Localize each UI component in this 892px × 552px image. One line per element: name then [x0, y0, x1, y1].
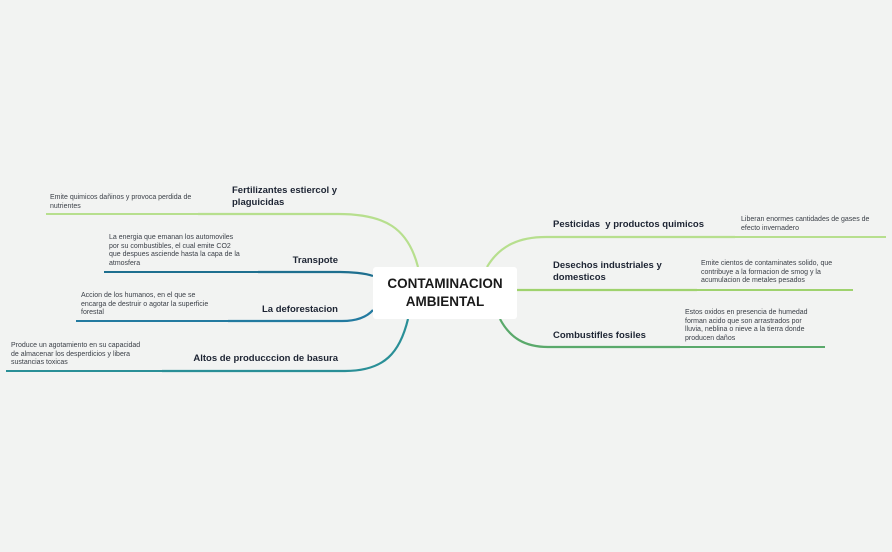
branch-combustibles[interactable]: Combustifles fosiles — [553, 330, 646, 342]
note-deforestacion-line1: Accion de los humanos, en el que se — [81, 292, 196, 299]
note-deforestacion-line2: encarga de destruir o agotar la superfic… — [81, 300, 209, 308]
note-combustibles-line2: forman acido que son arrastrados por — [685, 317, 802, 325]
branch-basura[interactable]: Altos de producccion de basura — [162, 353, 338, 365]
note-transpote[interactable]: La energia que emanan los automoviles po… — [109, 234, 240, 268]
note-combustibles-line3: lluvia, neblina o nieve a la tierra dond… — [685, 326, 805, 334]
note-desechos-line2: contribuye a la formacion de smog y la — [701, 268, 821, 276]
branch-deforestacion-label: La deforestacion — [261, 304, 338, 315]
connector-pesticidas — [486, 235, 735, 268]
note-pesticidas-line2: efecto invernadero — [741, 224, 799, 232]
branch-pesticidas-label: Pesticidas y productos quimicos — [553, 219, 704, 230]
note-basura-line1: Produce un agotamiento en su capacidad — [11, 342, 141, 349]
central-topic-line1: CONTAMINACION — [387, 276, 503, 291]
note-desechos[interactable]: Emite cientos de contaminates solido, qu… — [701, 260, 832, 286]
note-fertilizantes-line1: Emite quimicos dañinos y provoca perdida… — [50, 194, 192, 201]
note-deforestacion[interactable]: Accion de los humanos, en el que se enca… — [81, 292, 208, 318]
note-pesticidas[interactable]: Liberan enormes cantidades de gases de e… — [741, 216, 869, 233]
central-topic[interactable]: CONTAMINACION AMBIENTAL — [373, 267, 517, 319]
note-desechos-line1: Emite cientos de contaminates solido, qu… — [701, 260, 833, 267]
branch-combustibles-label: Combustifles fosiles — [553, 330, 646, 341]
branch-desechos[interactable]: Desechos industriales y domesticos — [553, 260, 662, 284]
note-basura-line2: de almacenar los desperdicios y libera — [11, 350, 131, 358]
note-deforestacion-line3: forestal — [81, 309, 104, 317]
branch-fertilizantes-line1: Fertilizantes estiercol y — [232, 185, 338, 196]
note-basura-line3: sustancias toxicas — [11, 359, 68, 367]
note-combustibles-line1: Estos oxidos en presencia de humedad — [685, 309, 808, 316]
connector-deforestacion — [228, 309, 374, 323]
note-transpote-line2: por su combustibles, el cual emite CO2 — [109, 242, 231, 250]
branch-transpote[interactable]: Transpote — [258, 255, 338, 267]
connector-combustibles — [499, 318, 680, 349]
branch-transpote-label: Transpote — [292, 255, 338, 266]
note-basura[interactable]: Produce un agotamiento en su capacidad d… — [11, 342, 140, 368]
note-transpote-line1: La energia que emanan los automoviles — [109, 234, 234, 241]
branch-desechos-line2: domesticos — [553, 272, 606, 283]
branch-basura-label: Altos de producccion de basura — [193, 353, 338, 364]
connector-transpote — [258, 270, 374, 278]
branch-fertilizantes-line2: plaguicidas — [232, 197, 285, 208]
note-combustibles-line4: producen daños — [685, 334, 736, 342]
note-fertilizantes-line2: nutrientes — [50, 202, 81, 210]
note-transpote-line3: que despues asciende hasta la capa de la — [109, 251, 240, 259]
note-transpote-line4: atmosfera — [109, 259, 141, 267]
note-fertilizantes[interactable]: Emite quimicos dañinos y provoca perdida… — [50, 194, 191, 211]
note-desechos-line3: acumulacion de metales pesados — [701, 277, 805, 285]
branch-desechos-line1: Desechos industriales y — [553, 260, 662, 271]
note-combustibles[interactable]: Estos oxidos en presencia de humedad for… — [685, 309, 808, 343]
connector-basura — [162, 318, 410, 373]
connector-fertilizantes — [198, 212, 420, 268]
branch-pesticidas[interactable]: Pesticidas y productos quimicos — [553, 219, 704, 231]
central-topic-line2: AMBIENTAL — [405, 294, 485, 309]
branch-fertilizantes[interactable]: Fertilizantes estiercol y plaguicidas — [232, 185, 337, 209]
branch-deforestacion[interactable]: La deforestacion — [228, 304, 338, 316]
note-pesticidas-line1: Liberan enormes cantidades de gases de — [741, 216, 870, 223]
